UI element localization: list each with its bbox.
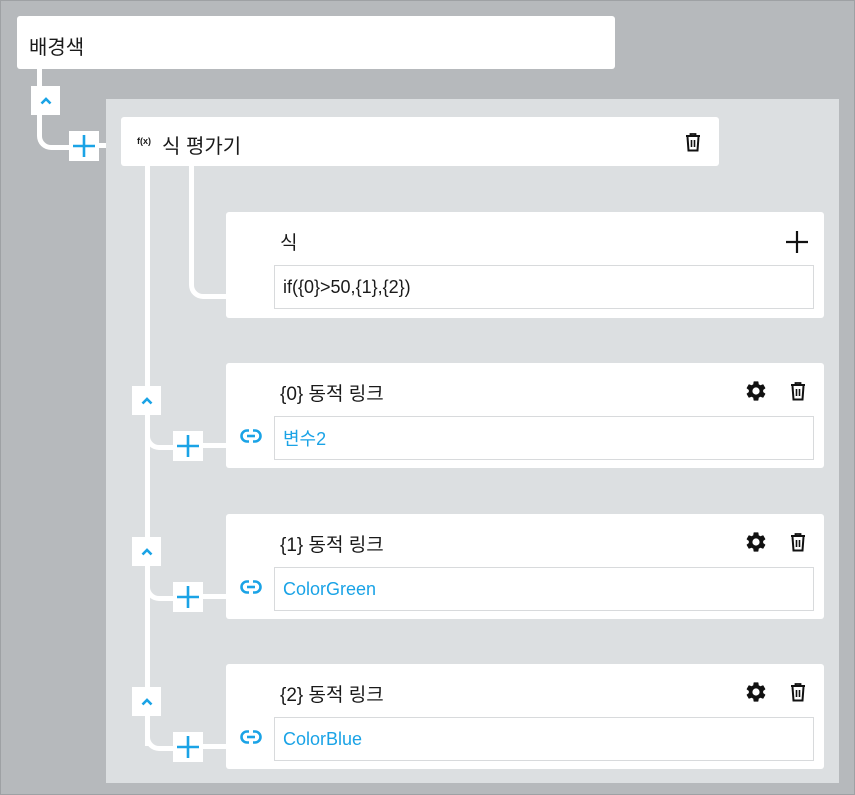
connector-elbow: [37, 110, 72, 150]
expression-card: 식 if({0}>50,{1},{2}): [226, 212, 824, 318]
delete-link-button[interactable]: [787, 379, 809, 403]
dynamic-link-card: {2} 동적 링크 ColorBlue: [226, 664, 824, 769]
dynamic-link-title: {1} 동적 링크: [280, 535, 384, 556]
link-settings-button[interactable]: [743, 378, 769, 404]
add-expression-button[interactable]: [784, 229, 810, 255]
delete-evaluator-button[interactable]: [682, 130, 704, 154]
connector-wire: [203, 443, 228, 448]
plus-icon: [786, 231, 808, 253]
trash-icon: [686, 133, 700, 152]
link-variable-input[interactable]: 변수2: [274, 416, 814, 460]
gear-icon: [746, 532, 766, 552]
expression-label: 식: [280, 233, 298, 254]
add-node-button[interactable]: [69, 131, 99, 161]
add-node-button[interactable]: [173, 732, 203, 762]
dynamic-link-title: {0} 동적 링크: [280, 384, 384, 405]
delete-link-button[interactable]: [787, 530, 809, 554]
connector-elbow: [145, 566, 175, 601]
function-icon: f(x): [137, 136, 151, 146]
add-node-button[interactable]: [173, 582, 203, 612]
collapse-button[interactable]: [132, 386, 161, 415]
root-node-card[interactable]: 배경색: [17, 16, 615, 69]
link-icon: [240, 730, 262, 749]
trash-icon: [791, 533, 805, 552]
plus-icon: [177, 435, 199, 457]
link-icon: [240, 580, 262, 599]
link-settings-button[interactable]: [743, 529, 769, 555]
plus-icon: [177, 736, 199, 758]
plus-icon: [177, 586, 199, 608]
add-node-button[interactable]: [173, 431, 203, 461]
delete-link-button[interactable]: [787, 680, 809, 704]
connector-wire: [203, 594, 228, 599]
link-settings-button[interactable]: [743, 679, 769, 705]
connector-wire: [203, 744, 228, 749]
gear-icon: [746, 381, 766, 401]
expression-elbow: [189, 166, 229, 299]
chevron-up-icon: [141, 547, 152, 555]
expression-input[interactable]: if({0}>50,{1},{2}): [274, 265, 814, 309]
collapse-button[interactable]: [31, 86, 60, 115]
chevron-up-icon: [141, 396, 152, 404]
dynamic-link-card: {0} 동적 링크 변수2: [226, 363, 824, 468]
link-variable-input[interactable]: ColorGreen: [274, 567, 814, 611]
collapse-button[interactable]: [132, 537, 161, 566]
connector-elbow: [145, 716, 175, 751]
chevron-up-icon: [40, 96, 51, 104]
gear-icon: [746, 682, 766, 702]
connector-elbow: [145, 415, 175, 450]
evaluator-title: 식 평가기: [162, 136, 242, 158]
evaluator-card[interactable]: f(x) 식 평가기: [121, 117, 719, 166]
collapse-button[interactable]: [132, 687, 161, 716]
dynamic-link-title: {2} 동적 링크: [280, 685, 384, 706]
plus-icon: [73, 135, 95, 157]
root-node-title: 배경색: [29, 37, 85, 59]
branch-wire: [145, 166, 150, 746]
link-icon: [240, 429, 262, 448]
trash-icon: [791, 382, 805, 401]
chevron-up-icon: [141, 697, 152, 705]
link-variable-input[interactable]: ColorBlue: [274, 717, 814, 761]
dynamic-link-card: {1} 동적 링크 ColorGreen: [226, 514, 824, 619]
trash-icon: [791, 683, 805, 702]
connector-wire: [37, 69, 42, 87]
